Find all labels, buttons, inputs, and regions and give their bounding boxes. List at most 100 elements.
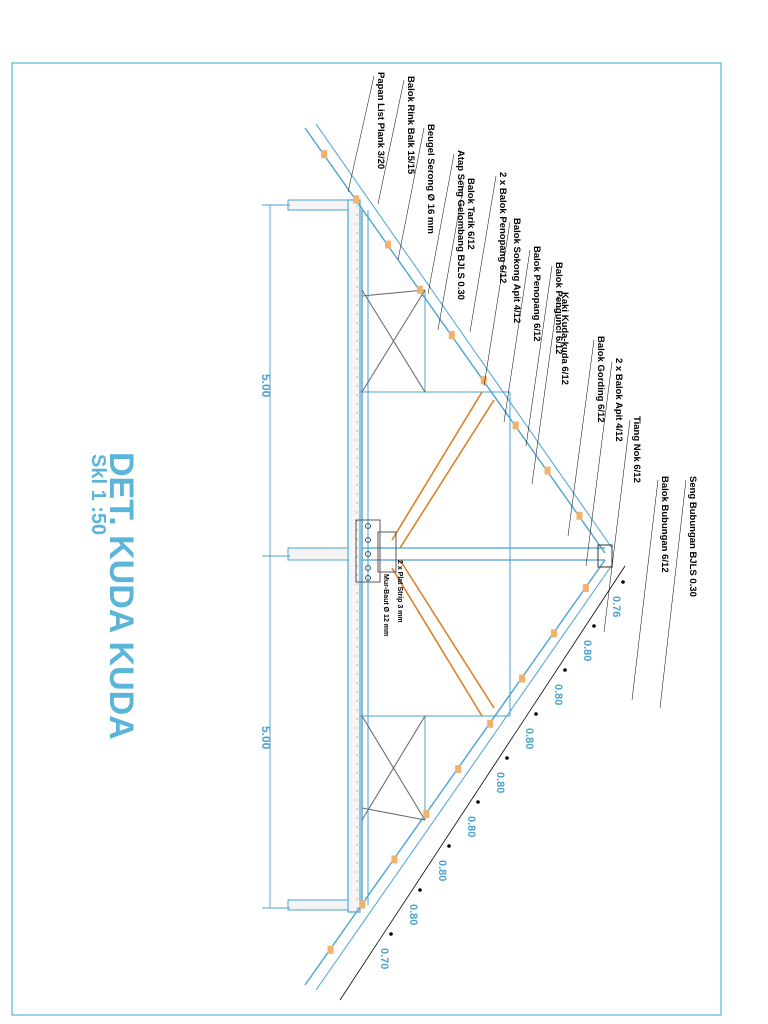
purlin-lower-2 <box>550 629 557 638</box>
wall-hatch-dot <box>356 799 358 801</box>
callout-label-10: Kaki Kuda-kuda 6/12 <box>559 292 570 385</box>
wall-hatch-dot <box>356 637 358 639</box>
wall-hatch-dot <box>356 592 358 594</box>
diagonal-strut-1 <box>391 391 483 541</box>
wall-hatch-dot <box>356 862 358 864</box>
center-plate <box>355 519 381 583</box>
wall-hatch-dot <box>356 223 358 225</box>
title-block: DET. KUDA KUDA Skl 1 :50 <box>87 452 140 740</box>
wall-hatch-dot <box>356 295 358 297</box>
spacing-label-5: 0.80 <box>494 772 506 793</box>
wall-hatch-dot <box>356 574 358 576</box>
spacing-label-9: 0.70 <box>378 948 390 969</box>
wall-hatch-dot <box>356 412 358 414</box>
callout-label-12: 2 x Balok Apit 4/12 <box>613 358 624 442</box>
wall-hatch-dot <box>356 655 358 657</box>
wall-hatch-dot <box>356 718 358 720</box>
wall-hatch-dot <box>356 466 358 468</box>
wall-hatch-dot <box>356 844 358 846</box>
wall-hatch-dot <box>356 727 358 729</box>
wall-hatch-dot <box>356 529 358 531</box>
callout-label-8: Balok Penopang 6/12 <box>531 246 542 342</box>
wall-hatch-dot <box>356 277 358 279</box>
spacing-label-1: 0.76 <box>610 596 622 617</box>
callout-leader-11 <box>567 339 595 537</box>
callout-leader-13 <box>603 419 631 633</box>
callout-label-7: Balok Sokong Apit 4/12 <box>511 218 522 323</box>
wall-hatch-dot <box>356 853 358 855</box>
callout-leader-1 <box>347 75 375 193</box>
diagonal-strut-3 <box>391 567 483 717</box>
wall-hatch-dot <box>356 457 358 459</box>
wall-hatch-dot <box>356 745 358 747</box>
drawing-frame <box>11 62 722 1016</box>
ridge-beam <box>597 544 613 568</box>
purlin-lower-5 <box>455 764 462 773</box>
callout-leader-15 <box>659 479 687 709</box>
callout-leader-6 <box>469 175 497 333</box>
callout-leader-2 <box>377 79 405 205</box>
wall-hatch-dot <box>356 205 358 207</box>
wall-hatch-dot <box>356 322 358 324</box>
wall-hatch-dot <box>356 673 358 675</box>
wall-hatch-dot <box>356 250 358 252</box>
wall-hatch-dot <box>356 781 358 783</box>
wall-hatch-dot <box>356 628 358 630</box>
wall-hatch-dot <box>356 313 358 315</box>
spacing-tick-5 <box>505 756 509 760</box>
spacing-tick-1 <box>621 580 625 584</box>
spacing-label-6: 0.80 <box>465 816 477 837</box>
callout-leader-14 <box>631 479 659 701</box>
wall-hatch-dot <box>356 394 358 396</box>
drawing-title: DET. KUDA KUDA <box>102 452 140 740</box>
wall-hatch-dot <box>356 601 358 603</box>
callout-label-4: Atap Seng Gelombang BJLS 0.30 <box>455 150 466 300</box>
callout-leader-9 <box>525 265 553 447</box>
wall-hatch-dot <box>356 772 358 774</box>
callout-label-15: Seng Bubungan BJLS 0.30 <box>687 476 698 597</box>
purlin-lower-4 <box>487 719 494 728</box>
spacing-label-7: 0.80 <box>436 860 448 881</box>
spacing-tick-9 <box>389 932 393 936</box>
web-member-6 <box>361 807 426 821</box>
wall-hatch-dot <box>356 565 358 567</box>
callout-leader-4 <box>427 153 455 295</box>
wall-hatch-dot <box>356 475 358 477</box>
wall-hatch-dot <box>356 664 358 666</box>
wall-hatch-dot <box>356 898 358 900</box>
callout-label-3: Beugel Serong Ø 16 mm <box>425 124 436 234</box>
purlin-upper-1 <box>321 150 328 159</box>
callout-leader-5 <box>437 181 465 331</box>
wall-hatch-dot <box>356 754 358 756</box>
wall-support-3 <box>287 899 349 911</box>
wall-hatch-dot <box>356 790 358 792</box>
diagonal-strut-4 <box>399 559 495 709</box>
wall-hatch-dot <box>356 736 358 738</box>
wall-hatch-dot <box>356 583 358 585</box>
wall-hatch-dot <box>356 691 358 693</box>
wall-hatch-dot <box>356 484 358 486</box>
spacing-tick-8 <box>418 888 422 892</box>
purlin-upper-4 <box>416 285 423 294</box>
web-member-5 <box>361 715 426 821</box>
wall-support-2 <box>287 547 349 561</box>
web-member-3 <box>361 289 426 393</box>
wall-hatch-dot <box>356 880 358 882</box>
wall-hatch-dot <box>356 421 358 423</box>
wall-hatch-dot <box>356 808 358 810</box>
wall-hatch-dot <box>356 340 358 342</box>
drawing-scale: Skl 1 :50 <box>87 454 109 535</box>
wall-hatch-dot <box>356 430 358 432</box>
wall-hatch-dot <box>356 259 358 261</box>
wall-support-1 <box>287 199 349 211</box>
web-member-2 <box>361 289 426 297</box>
callout-label-9: Balok Pengunci 6/12 <box>553 262 564 354</box>
wall-hatch-dot <box>356 349 358 351</box>
bolt-1 <box>365 523 371 529</box>
wall-hatch-dot <box>356 214 358 216</box>
wall-hatch-dot <box>356 826 358 828</box>
wall-hatch-dot <box>356 376 358 378</box>
dimension-lines: 5.005.000.760.800.800.800.800.800.800.80… <box>259 204 626 1001</box>
span-label-1: 5.00 <box>259 374 273 398</box>
